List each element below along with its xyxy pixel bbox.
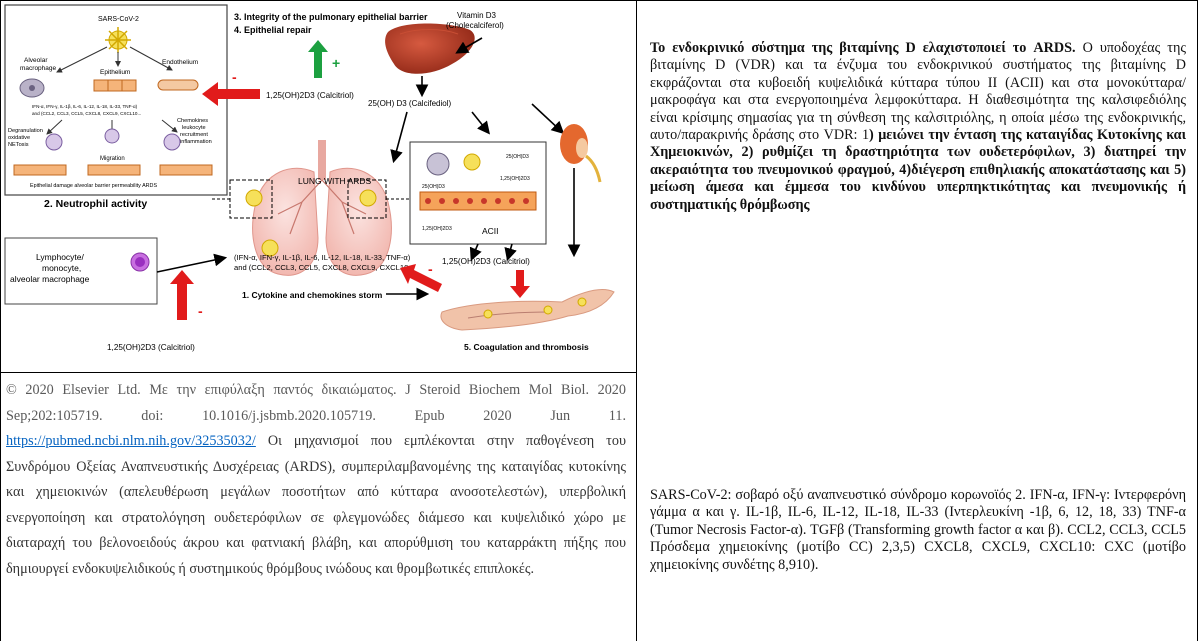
description-title: Το ενδοκρινικό σύστημα της βιταμίνης D ε… [650,40,1076,56]
neutrophil-activity-label: 2. Neutrophil activity [44,198,147,210]
minus-sign-bottom: - [198,303,203,319]
figure-divider [0,372,637,373]
sars-label: SARS-CoV-2 [98,16,139,23]
calcitriol-label-right: 1,25(OH)2D3 (Calcitriol) [442,257,530,266]
cytokine-list-small: IFN-α, IFN-γ, IL-1β, IL-6, IL-12, IL-18,… [32,104,138,109]
table-border-left [0,0,1,641]
chemokine-list-small: and (CCL2, CCL3, CCL5, CXCL8, CXCL9, CXC… [32,111,141,116]
damaged-epithelium-icon [14,165,212,175]
endothelium-cells-icon [158,80,198,90]
copyright-notice: © 2020 Elsevier Ltd. Με την επιφύλαξη πα… [6,382,397,398]
calcifediol-label: 25(OH) D3 (Calcifediol) [368,99,451,108]
acii-label: ACII [482,226,499,236]
calcitriol-label-top: 1,25(OH)2D3 (Calcitriol) [266,91,354,100]
kidney-icon [560,124,600,182]
liver-icon [385,24,475,74]
epithelial-damage-label: Epithelial damage alveolar barrier perme… [30,183,157,189]
lymphocyte-cell-icon [131,253,149,271]
lung-label: LUNG WITH ARDS [298,176,372,186]
vitamin-d-ards-figure: SARS-CoV-2 Alveolarmacrophage Epithelium… [2,2,634,372]
inset-calcifediol-label: 25(OH)D3 [506,154,529,160]
repair-label: 4. Epithelial repair [234,25,312,35]
inset-calcifediol-label-2: 25(OH)D3 [422,184,445,190]
migration-label: Migration [100,156,125,162]
epithelium-label: Epithelium [100,69,130,76]
red-diagonal-arrow-icon [400,264,442,292]
calcitriol-label-bottom: 1,25(OH)2D3 (Calcitriol) [107,343,195,352]
table-border-top [0,0,1198,1]
storm-chemokine-list: and (CCL2, CCL3, CCL5, CXCL8, CXCL9, CXC… [234,263,415,272]
inset-calcitriol-label: 1,25(OH)2D3 [500,176,530,182]
blood-vessel-icon [441,290,614,330]
description-paragraph: Το ενδοκρινικό σύστημα της βιταμίνης D ε… [650,40,1186,214]
coagulation-label: 5. Coagulation and thrombosis [464,342,589,352]
chemokines-label: Chemokinesleukocyterecruitmentinflammati… [177,118,212,145]
endothelium-label: Endothelium [162,59,198,66]
storm-cytokine-list: (IFN-α, IFN-γ, IL-1β, IL-6, IL-12, IL-18… [234,253,411,262]
storm-label: 1. Cytokine and chemokines storm [242,290,383,300]
integrity-label: 3. Integrity of the pulmonary epithelial… [234,12,428,22]
green-up-arrow-icon [308,40,328,78]
epithelium-cells-icon [94,80,136,91]
pubmed-link[interactable]: https://pubmed.ncbi.nlm.nih.gov/32535032… [6,433,256,449]
minus-sign-right: - [428,261,433,277]
plus-sign: + [332,55,340,71]
red-down-arrow-icon [510,270,530,298]
minus-sign-top: - [232,69,237,85]
abbreviations-paragraph: SARS-CoV-2: σοβαρό οξύ αναπνευστικό σύνδ… [650,487,1186,574]
table-border-middle [636,0,637,641]
inset-calcitriol-label-2: 1,25(OH)2D3 [422,226,452,232]
caption-body: Οι μηχανισμοί που εμπλέκονται στην παθογ… [6,433,626,577]
macrophage-icon [20,79,44,97]
vitamin-d3-label: Vitamin D3(Cholecalciferol) [446,11,504,30]
figure-caption: © 2020 Elsevier Ltd. Με την επιφύλαξη πα… [6,378,626,582]
red-up-arrow-icon [170,270,194,320]
